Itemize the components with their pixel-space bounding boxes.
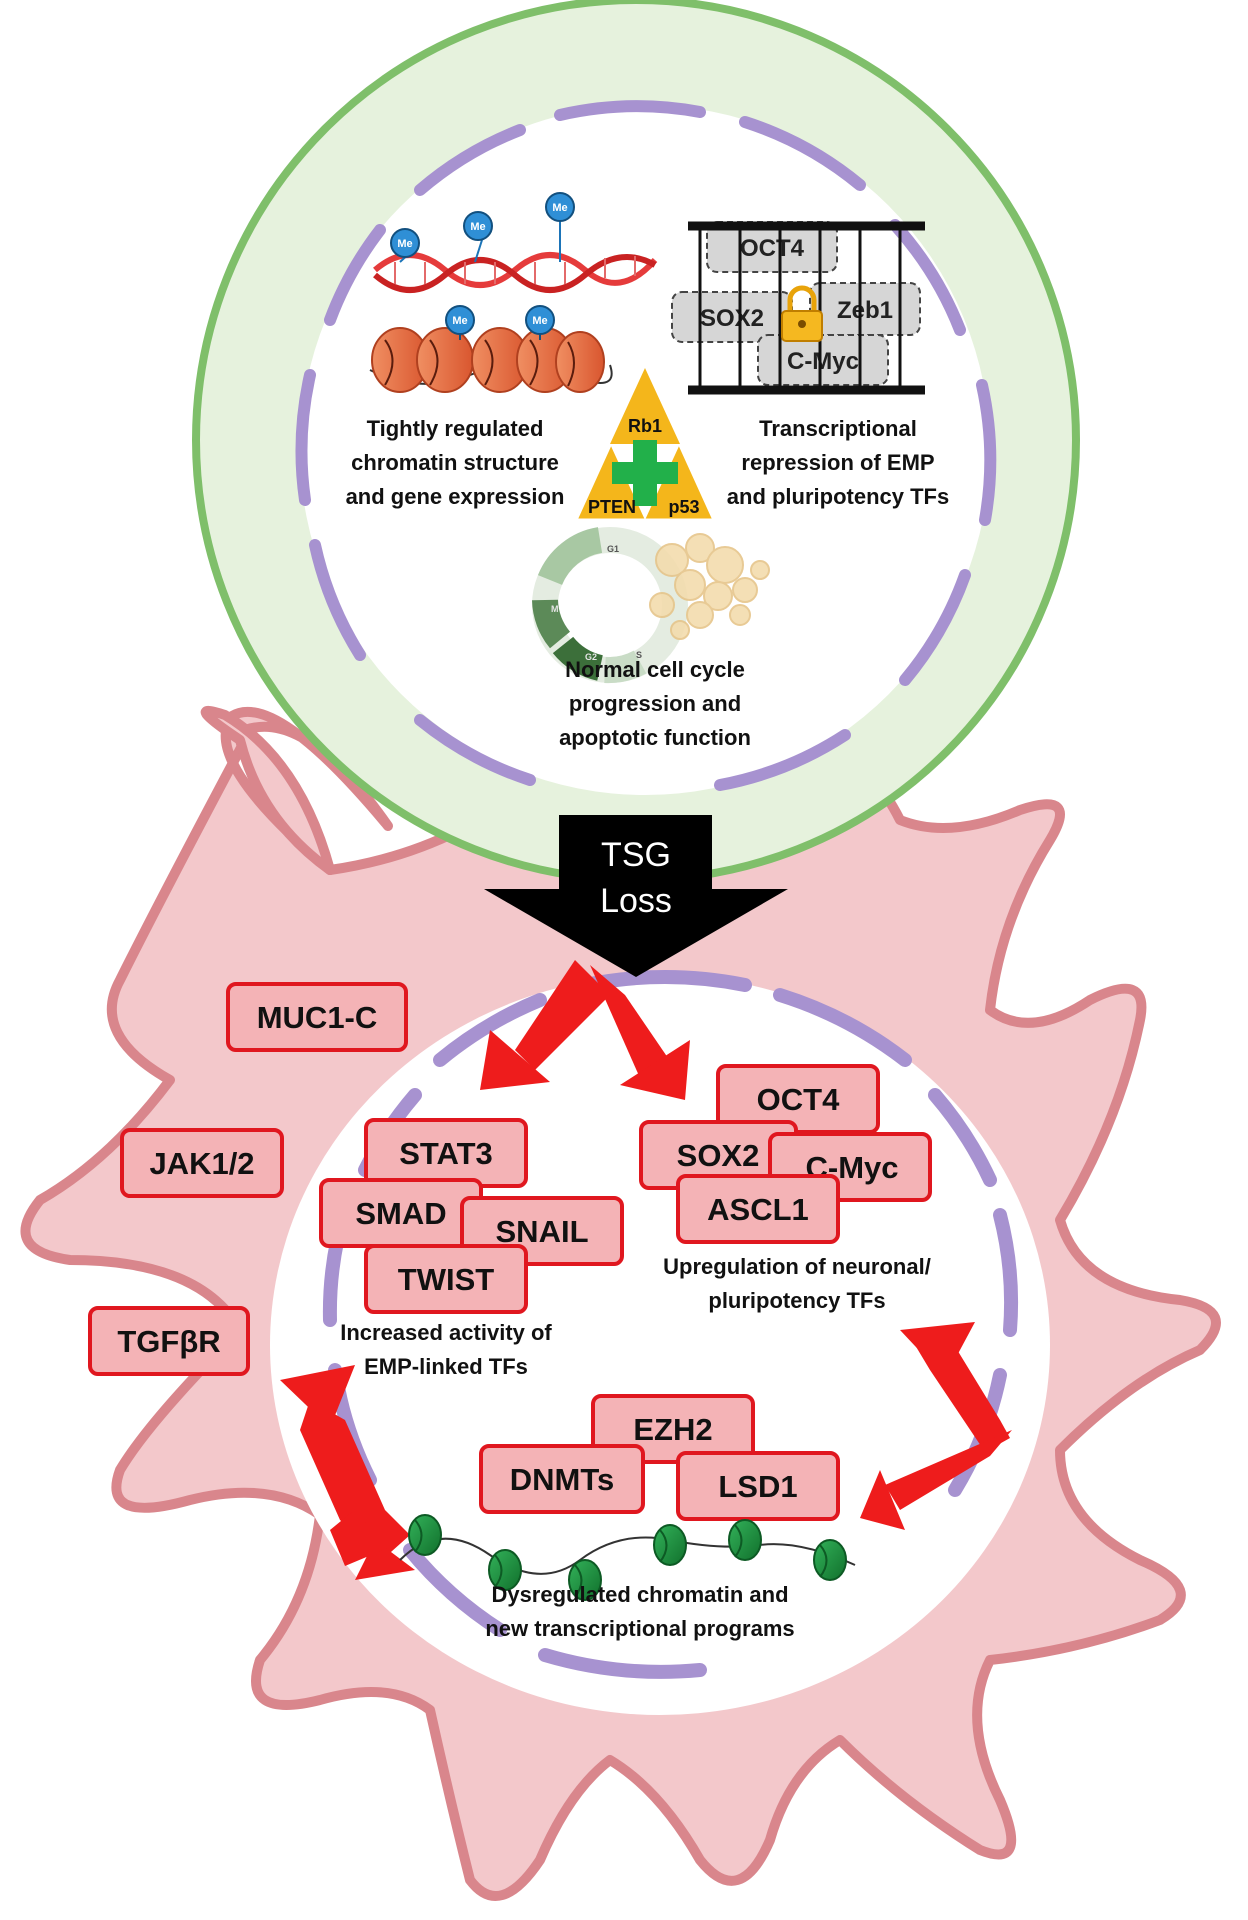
snail-label: SNAIL: [496, 1214, 589, 1249]
cell-cycle-caption: Normal cell cycle progression and apopto…: [559, 657, 751, 750]
svg-text:Upregulation of neuronal/: Upregulation of neuronal/: [663, 1254, 931, 1279]
repressed-tf-zeb1: Zeb1: [837, 297, 893, 324]
emp-caption: Increased activity of EMP-linked TFs: [340, 1320, 552, 1379]
lsd1-label: LSD1: [718, 1469, 797, 1504]
svg-text:repression of EMP: repression of EMP: [741, 450, 934, 475]
prison-bars-icon: [688, 221, 925, 395]
tumor-cell-pseudopod-left: [200, 705, 335, 875]
twist-box: TWIST: [364, 1244, 528, 1314]
methyl-label: Me: [532, 315, 547, 327]
ascl1-box: ASCL1: [676, 1174, 840, 1244]
svg-text:Dysregulated chromatin and: Dysregulated chromatin and: [491, 1582, 788, 1607]
tsg-triangle: Rb1 PTEN p53: [573, 364, 717, 522]
svg-text:Normal cell cycle: Normal cell cycle: [565, 657, 745, 682]
twist-label: TWIST: [398, 1262, 494, 1297]
repression-caption: Transcriptional repression of EMP and pl…: [727, 416, 949, 509]
repressed-tf-cage: OCT4 SOX2 Zeb1 C-Myc: [671, 221, 925, 395]
tsg-rb1: Rb1: [628, 416, 662, 436]
muc1c-label: MUC1-C: [257, 1000, 378, 1035]
chromatin-modifier-cluster: EZH2 DNMTs LSD1: [479, 1394, 840, 1521]
svg-text:and gene expression: and gene expression: [346, 484, 565, 509]
lsd1-box: LSD1: [676, 1451, 840, 1521]
dnmts-box: DNMTs: [479, 1444, 645, 1514]
svg-text:Transcriptional: Transcriptional: [759, 416, 917, 441]
padlock-icon: [781, 285, 823, 342]
cycle-phase-m: M: [551, 604, 559, 614]
cycle-phase-s: S: [636, 650, 642, 660]
svg-text:EMP-linked TFs: EMP-linked TFs: [364, 1354, 528, 1379]
methyl-group-icon: [390, 228, 420, 258]
repressed-tf-oct4: OCT4: [740, 235, 805, 262]
ascl1-label: ASCL1: [707, 1192, 809, 1227]
oct4-label: OCT4: [757, 1082, 840, 1117]
sox2-box: SOX2: [639, 1120, 798, 1190]
histone-nucleosomes-icon: Me Me: [369, 305, 613, 393]
svg-text:apoptotic function: apoptotic function: [559, 725, 751, 750]
tgfbr-box: TGFβR: [88, 1306, 250, 1376]
split-arrow: [480, 960, 690, 1100]
jak12-label: JAK1/2: [149, 1146, 254, 1181]
healthy-cell: Me Me Me Me Me Tightly regulated: [192, 0, 1080, 884]
tumor-chromatin-caption: Dysregulated chromatin and new transcrip…: [485, 1582, 794, 1641]
healthy-nuclear-membrane: [295, 100, 997, 791]
svg-text:progression and: progression and: [569, 691, 741, 716]
pluripotency-tf-cluster: OCT4 SOX2 C-Myc ASCL1 Upregulation of ne…: [639, 1064, 932, 1313]
emp-tf-cluster: STAT3 SMAD SNAIL TWIST Increased activit…: [319, 1118, 624, 1379]
stat3-label: STAT3: [399, 1136, 493, 1171]
methyl-label: Me: [452, 315, 467, 327]
oct4-box: OCT4: [716, 1064, 880, 1134]
methyl-label: Me: [397, 238, 412, 250]
tsg-loss-line2: Loss: [600, 882, 672, 920]
jak12-box: JAK1/2: [120, 1128, 284, 1198]
methylated-dna-helix: Me Me Me: [373, 192, 658, 293]
tgfbr-label: TGFβR: [117, 1324, 220, 1359]
tsg-loss-line1: TSG: [601, 836, 671, 874]
sox2-label: SOX2: [677, 1138, 760, 1173]
svg-text:chromatin structure: chromatin structure: [351, 450, 559, 475]
pluripotency-caption: Upregulation of neuronal/ pluripotency T…: [663, 1254, 931, 1313]
membrane-factors: MUC1-C JAK1/2 TGFβR: [88, 982, 408, 1376]
red-arrows: [280, 960, 1012, 1580]
chromatin-caption: Tightly regulated chromatin structure an…: [346, 416, 565, 509]
apoptotic-bodies-icon: [649, 533, 770, 640]
cycle-phase-g2: G2: [585, 652, 597, 662]
bidirectional-arrow-left: [280, 1365, 415, 1580]
smad-label: SMAD: [355, 1196, 446, 1231]
svg-text:and pluripotency TFs: and pluripotency TFs: [727, 484, 949, 509]
methyl-label: Me: [552, 202, 567, 214]
smad-box: SMAD: [319, 1178, 483, 1248]
muc1c-box: MUC1-C: [226, 982, 408, 1052]
tsg-pten: PTEN: [588, 497, 636, 517]
svg-text:pluripotency TFs: pluripotency TFs: [708, 1288, 885, 1313]
methyl-group-icon: [545, 192, 575, 222]
svg-text:new transcriptional programs: new transcriptional programs: [485, 1616, 794, 1641]
stat3-box: STAT3: [364, 1118, 528, 1188]
methyl-label: Me: [470, 221, 485, 233]
open-chromatin-icon: [399, 1514, 856, 1601]
dnmts-label: DNMTs: [510, 1462, 614, 1497]
methyl-group-icon: [445, 305, 475, 335]
tsg-p53: p53: [668, 497, 699, 517]
tsg-loss-arrow: TSG Loss: [484, 815, 788, 977]
methyl-group-icon: [463, 211, 493, 241]
repressed-tf-box: [809, 282, 921, 336]
ezh2-label: EZH2: [633, 1412, 712, 1447]
svg-text:Increased activity of: Increased activity of: [340, 1320, 552, 1345]
svg-text:Tightly regulated: Tightly regulated: [367, 416, 544, 441]
bidirectional-arrow-right: [860, 1322, 1012, 1530]
methyl-group-icon: [525, 305, 555, 335]
repressed-tf-sox2: SOX2: [700, 305, 764, 332]
cycle-phase-g1: G1: [607, 544, 619, 554]
repressed-tf-cmyc: C-Myc: [787, 348, 859, 375]
